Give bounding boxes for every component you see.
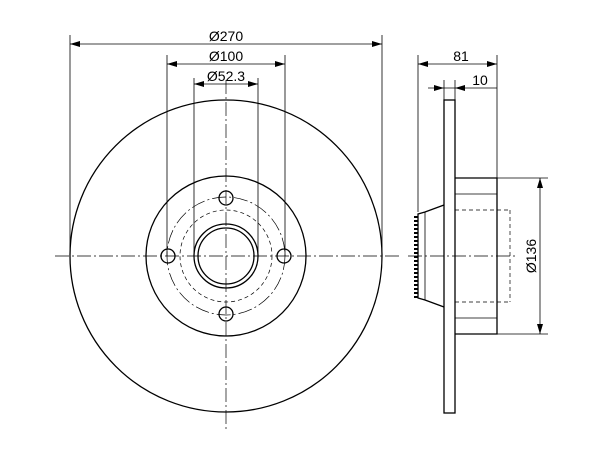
abs-tooth: [414, 296, 418, 298]
abs-tooth: [414, 280, 418, 282]
arrow-icon: [194, 81, 204, 87]
hub-diameter-label: Ø136: [523, 239, 539, 273]
abs-tooth: [414, 284, 418, 286]
bolt-hole-top: [218, 190, 234, 206]
abs-tooth: [414, 224, 418, 226]
hidden-circle: [179, 209, 273, 303]
bolt-hole-left: [160, 248, 176, 264]
abs-tooth: [414, 292, 418, 294]
abs-tooth: [414, 228, 418, 230]
abs-ring-teeth: [414, 216, 418, 298]
outer-diameter-label: Ø270: [209, 28, 243, 44]
abs-tooth: [414, 268, 418, 270]
abs-tooth: [414, 240, 418, 242]
disc-thickness-label: 10: [472, 72, 488, 88]
arrow-icon: [418, 61, 428, 67]
abs-tooth: [414, 220, 418, 222]
bolt-circle-label: Ø100: [209, 48, 243, 64]
abs-tooth: [414, 272, 418, 274]
arrow-icon: [455, 85, 465, 91]
arrow-icon: [248, 81, 258, 87]
arrow-icon: [537, 178, 543, 188]
disc-plate-section: [443, 99, 456, 414]
arrow-icon: [537, 324, 543, 334]
hub-flange-circle: [145, 175, 307, 337]
abs-tooth: [414, 276, 418, 278]
abs-tooth: [414, 264, 418, 266]
abs-tooth: [414, 248, 418, 250]
hub-body: [455, 177, 498, 335]
arrow-icon: [275, 61, 285, 67]
abs-tooth: [414, 288, 418, 290]
bolt-hole-right: [276, 248, 292, 264]
arrow-icon: [434, 85, 444, 91]
arrow-icon: [372, 41, 382, 47]
center-bore-inner: [197, 227, 255, 285]
abs-tooth: [414, 256, 418, 258]
center-bore-label: Ø52.3: [207, 68, 245, 84]
arrow-icon: [70, 41, 80, 47]
abs-tooth: [414, 216, 418, 218]
total-height-label: 81: [453, 48, 469, 64]
front-view: Ø270 Ø100 Ø52.3: [55, 28, 400, 432]
abs-tooth: [414, 260, 418, 262]
bolt-hole-bottom: [218, 306, 234, 322]
arrow-icon: [167, 61, 177, 67]
abs-tooth: [414, 236, 418, 238]
abs-tooth: [414, 244, 418, 246]
side-view: 81 10 Ø136: [408, 48, 548, 414]
arrow-icon: [487, 61, 497, 67]
abs-tooth: [414, 232, 418, 234]
abs-tooth: [414, 252, 418, 254]
